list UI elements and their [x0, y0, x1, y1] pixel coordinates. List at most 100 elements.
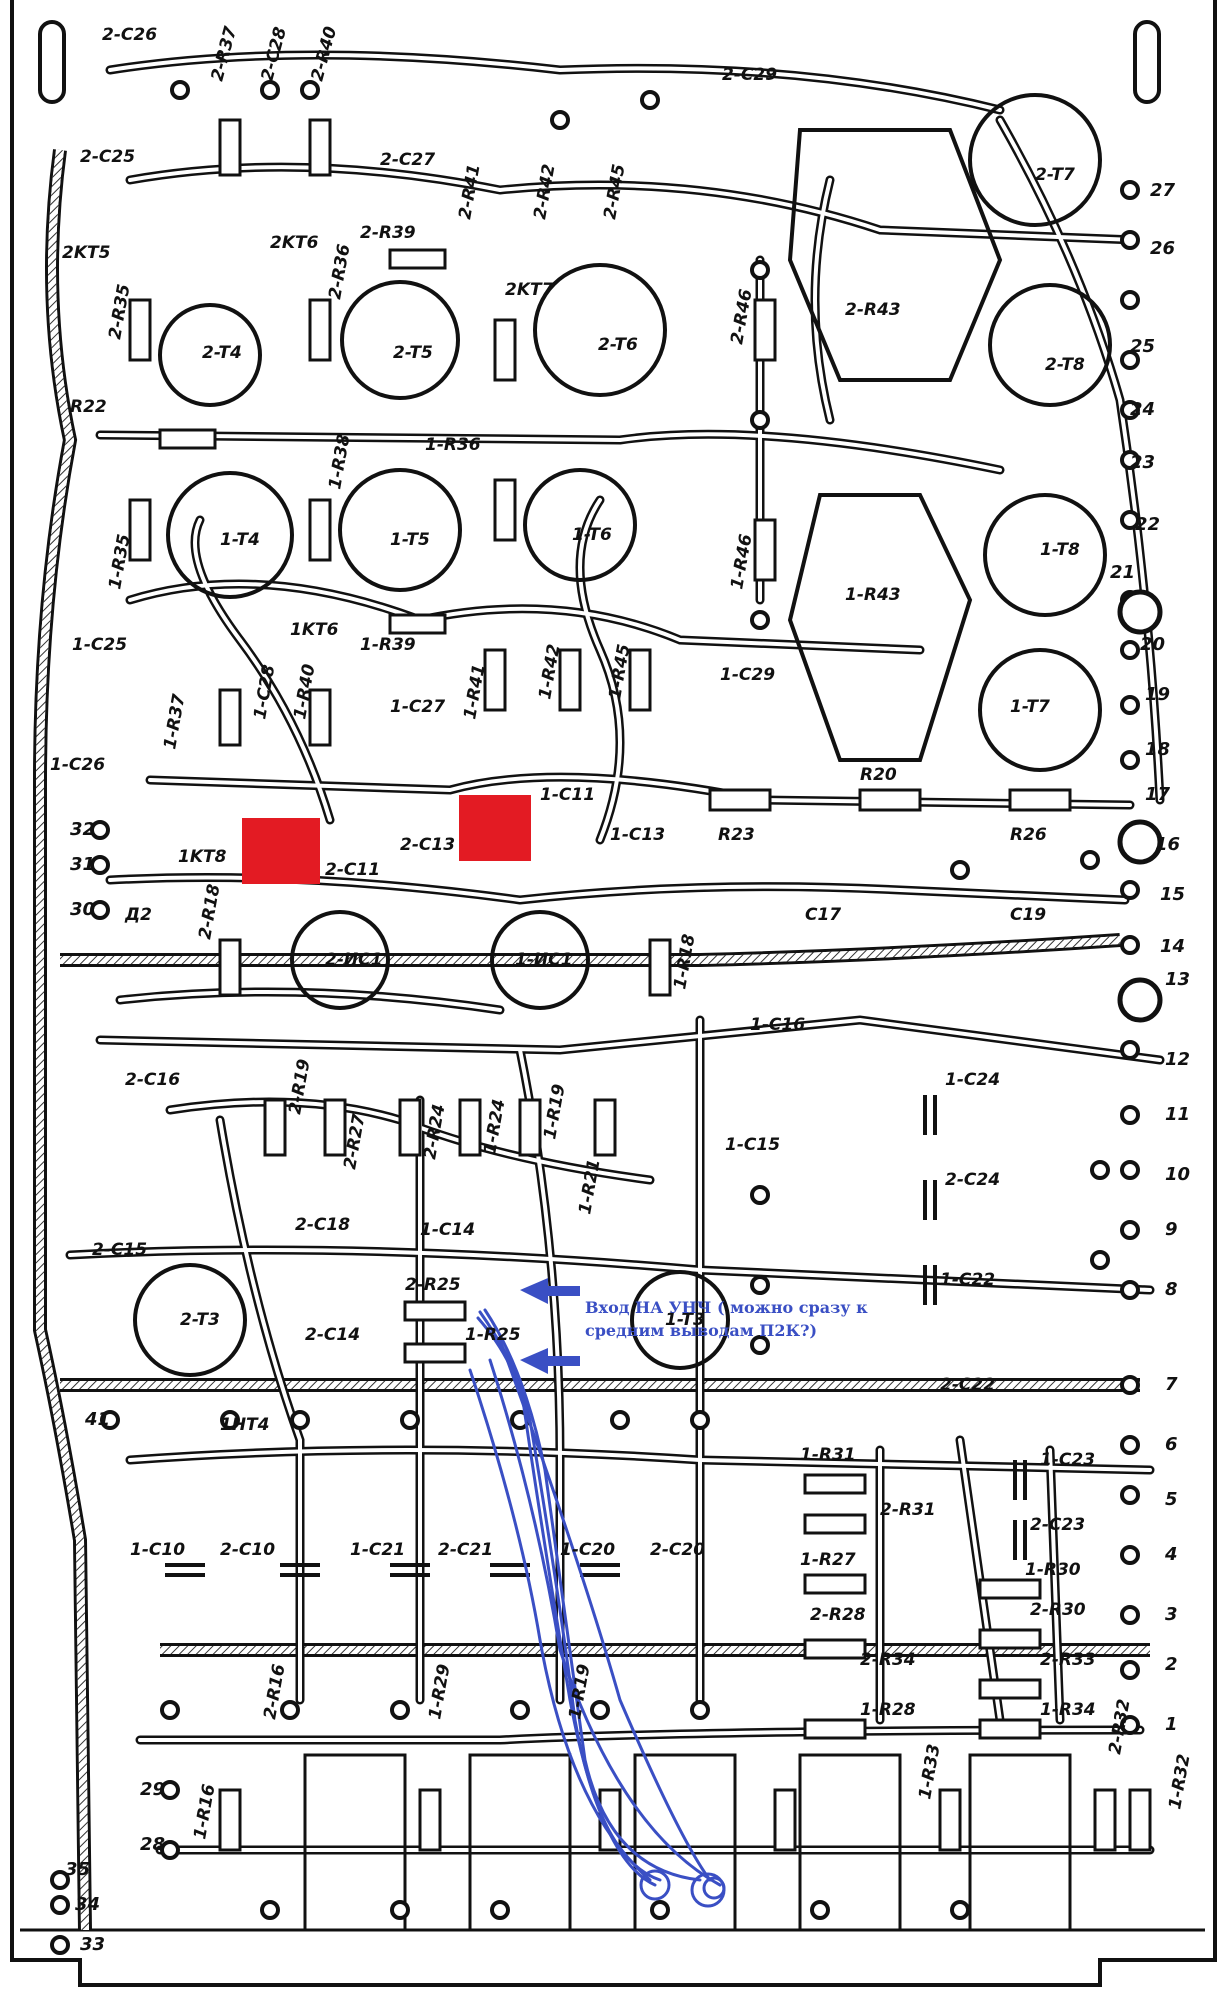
resistor-2-R43 — [787, 128, 1003, 382]
svg-text:2: 2 — [1165, 1654, 1178, 1675]
svg-text:R26: R26 — [1010, 825, 1047, 845]
svg-text:2-R41: 2-R41 — [455, 163, 484, 221]
blue-solder-scribbles — [639, 1869, 726, 1908]
svg-text:2-C26: 2-C26 — [102, 25, 157, 45]
svg-text:2-C18: 2-C18 — [295, 1215, 350, 1235]
svg-text:1-C23: 1-C23 — [1040, 1450, 1095, 1470]
svg-text:2-C25: 2-C25 — [80, 147, 135, 167]
ic-2-IC1 — [290, 910, 390, 1010]
svg-text:2-C11: 2-C11 — [325, 860, 380, 880]
svg-text:1-R25: 1-R25 — [465, 1325, 521, 1345]
svg-text:4: 4 — [1164, 1544, 1178, 1565]
blue-arrows — [520, 1278, 580, 1374]
svg-text:1-C11: 1-C11 — [540, 785, 595, 805]
transistor-1-T8 — [983, 493, 1107, 617]
svg-text:1-R16: 1-R16 — [190, 1782, 219, 1840]
svg-text:2-T4: 2-T4 — [202, 343, 242, 363]
pin-number-labels: 27 26 25 24 23 22 21 20 19 18 17 16 15 1… — [65, 180, 1190, 1955]
resistors — [128, 118, 1152, 1852]
svg-text:15: 15 — [1160, 884, 1185, 905]
svg-text:8: 8 — [1165, 1279, 1178, 1300]
transistor-1-T4 — [166, 471, 294, 599]
svg-text:30: 30 — [70, 899, 95, 920]
transistor-2-T3 — [133, 1263, 247, 1377]
svg-text:2-C22: 2-C22 — [940, 1375, 995, 1395]
svg-text:2KT5: 2KT5 — [62, 243, 110, 263]
svg-text:28: 28 — [140, 1834, 165, 1855]
transistor-1-T3 — [630, 1270, 730, 1370]
transistor-1-T5 — [338, 468, 462, 592]
arrow-icon — [520, 1278, 580, 1304]
svg-text:35: 35 — [65, 1859, 90, 1880]
svg-text:2-R42: 2-R42 — [530, 163, 559, 221]
input-annotation: Вход НА УНЧ ( можно сразу к средним выво… — [585, 1298, 868, 1340]
svg-text:17: 17 — [1145, 784, 1171, 805]
svg-text:2-R31: 2-R31 — [880, 1500, 936, 1520]
svg-text:11: 11 — [1165, 1104, 1190, 1125]
svg-text:2-C23: 2-C23 — [1030, 1515, 1085, 1535]
svg-text:2-T6: 2-T6 — [598, 335, 638, 355]
svg-text:2-R33: 2-R33 — [1040, 1650, 1096, 1670]
svg-text:2-R34: 2-R34 — [860, 1650, 916, 1670]
svg-text:13: 13 — [1165, 969, 1190, 990]
component-labels: 2-C26 2-R37 2-C28 2-R40 2-C29 2-C25 2-C2… — [50, 24, 1195, 1841]
svg-text:2KT6: 2KT6 — [270, 233, 319, 253]
transistor-2-T7 — [968, 93, 1102, 227]
svg-text:22: 22 — [1135, 514, 1160, 535]
svg-text:1-R19: 1-R19 — [540, 1082, 569, 1140]
power-resistors — [787, 128, 1003, 762]
svg-text:1-R29: 1-R29 — [425, 1662, 454, 1720]
svg-text:R20: R20 — [860, 765, 897, 785]
svg-text:1-R46: 1-R46 — [727, 532, 756, 590]
svg-text:1-R37: 1-R37 — [160, 692, 189, 750]
svg-text:1-C27: 1-C27 — [390, 697, 445, 717]
svg-text:1-R28: 1-R28 — [860, 1700, 916, 1720]
svg-text:23: 23 — [1130, 452, 1155, 473]
svg-text:1-C21: 1-C21 — [350, 1540, 405, 1560]
svg-text:1-R27: 1-R27 — [800, 1550, 856, 1570]
svg-text:9: 9 — [1165, 1219, 1178, 1240]
svg-text:2-C15: 2-C15 — [92, 1240, 147, 1260]
svg-text:2-C13: 2-C13 — [400, 835, 455, 855]
svg-text:2-C16: 2-C16 — [125, 1070, 180, 1090]
svg-text:1KT6: 1KT6 — [290, 620, 339, 640]
svg-text:2-ИС1: 2-ИС1 — [325, 950, 382, 970]
svg-text:3: 3 — [1165, 1604, 1178, 1625]
svg-text:2KT7: 2KT7 — [505, 280, 554, 300]
svg-text:2-T8: 2-T8 — [1045, 355, 1085, 375]
svg-text:21: 21 — [1110, 562, 1135, 583]
transistor-2-T5 — [340, 280, 460, 400]
svg-text:20: 20 — [1140, 634, 1165, 655]
svg-text:6: 6 — [1165, 1434, 1178, 1455]
svg-text:2-C21: 2-C21 — [438, 1540, 493, 1560]
svg-text:2-T3: 2-T3 — [180, 1310, 220, 1330]
red-marker-left — [242, 818, 320, 884]
svg-text:2-C24: 2-C24 — [945, 1170, 1000, 1190]
svg-text:18: 18 — [1145, 739, 1170, 760]
svg-text:2-C20: 2-C20 — [650, 1540, 705, 1560]
svg-text:31: 31 — [70, 854, 95, 875]
svg-text:1KT8: 1KT8 — [178, 847, 227, 867]
svg-text:1-R24: 1-R24 — [480, 1098, 509, 1156]
svg-text:5: 5 — [1165, 1489, 1178, 1510]
arrow-icon — [520, 1348, 580, 1374]
transistor-2-T4 — [158, 303, 262, 407]
svg-text:27: 27 — [1150, 180, 1176, 201]
svg-text:1-C15: 1-C15 — [725, 1135, 780, 1155]
svg-text:1-R34: 1-R34 — [1040, 1700, 1096, 1720]
svg-text:34: 34 — [75, 1894, 100, 1915]
svg-text:2-C29: 2-C29 — [722, 65, 777, 85]
svg-text:1-C13: 1-C13 — [610, 825, 665, 845]
svg-text:1-T3: 1-T3 — [665, 1310, 705, 1330]
svg-text:1-R36: 1-R36 — [425, 435, 481, 455]
svg-text:1-C24: 1-C24 — [945, 1070, 1000, 1090]
svg-text:R22: R22 — [70, 397, 107, 417]
svg-text:1-C29: 1-C29 — [720, 665, 775, 685]
svg-text:19: 19 — [1145, 684, 1170, 705]
svg-text:1-R30: 1-R30 — [1025, 1560, 1081, 1580]
svg-text:10: 10 — [1165, 1164, 1190, 1185]
svg-text:2-R46: 2-R46 — [727, 287, 756, 345]
svg-text:1-C26: 1-C26 — [50, 755, 105, 775]
transistor-1-T7 — [978, 648, 1102, 772]
svg-text:Д2: Д2 — [124, 905, 152, 925]
